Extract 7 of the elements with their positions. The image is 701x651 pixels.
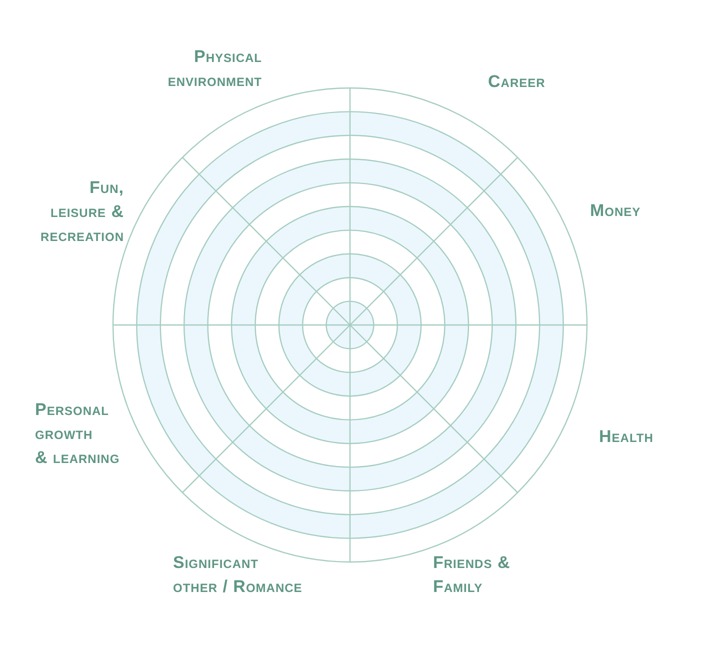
category-label: Significant other / Romance	[173, 552, 302, 598]
category-label: Health	[599, 426, 654, 448]
category-label: Money	[590, 200, 641, 222]
category-label: Personal growth & learning	[35, 399, 120, 469]
category-label: Physical environment	[168, 46, 262, 92]
category-label: Fun, leisure & recreation	[40, 177, 124, 247]
category-label: Friends & Family	[433, 552, 510, 598]
